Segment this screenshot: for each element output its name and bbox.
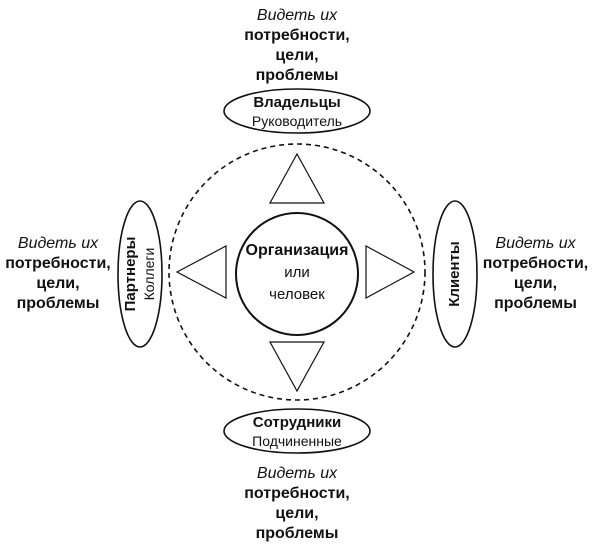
owners-subtitle: Руководитель	[251, 113, 343, 129]
owners-label: Владельцы Руководитель	[227, 93, 367, 131]
caption-right: Видеть их потребности, цели, проблемы	[478, 234, 593, 314]
caption-needs: потребности,	[5, 255, 111, 272]
caption-goals: цели,	[275, 505, 319, 522]
ellipse-clients	[432, 200, 478, 348]
caption-goals: цели,	[36, 275, 80, 292]
center-or: или	[284, 264, 310, 281]
caption-bottom: Видеть их потребности, цели, проблемы	[217, 464, 377, 544]
caption-problems: проблемы	[255, 67, 339, 84]
caption-problems: проблемы	[494, 295, 577, 312]
arrow-right	[365, 244, 416, 300]
caption-goals: цели,	[513, 275, 558, 292]
ellipse-partners	[117, 200, 163, 348]
partners-label: Партнеры Коллеги	[121, 214, 159, 334]
caption-needs: потребности,	[482, 255, 589, 272]
caption-left: Видеть их потребности, цели, проблемы	[0, 234, 116, 314]
center-title: Организация	[245, 242, 349, 259]
caption-intro: Видеть их	[17, 235, 99, 252]
caption-intro: Видеть их	[256, 7, 338, 24]
caption-problems: проблемы	[255, 525, 339, 542]
center-circle	[235, 212, 359, 336]
caption-intro: Видеть их	[495, 235, 576, 252]
arrow-left	[175, 245, 227, 299]
caption-intro: Видеть их	[256, 465, 338, 482]
owners-title: Владельцы	[253, 94, 341, 111]
center-label: Организация или человек	[237, 240, 357, 306]
ellipse-owners	[223, 88, 371, 134]
caption-needs: потребности,	[244, 27, 350, 44]
caption-needs: потребности,	[244, 485, 350, 502]
employees-label: Сотрудники Подчиненные	[227, 413, 367, 451]
employees-title: Сотрудники	[252, 414, 342, 431]
outer-dashed-circle	[168, 143, 426, 401]
arrow-up	[268, 152, 326, 204]
clients-label: Клиенты	[445, 214, 465, 334]
caption-goals: цели,	[275, 47, 319, 64]
partners-subtitle: Коллеги	[141, 247, 157, 301]
partners-title: Партнеры	[122, 236, 139, 312]
caption-top: Видеть их потребности, цели, проблемы	[217, 6, 377, 86]
clients-title: Клиенты	[446, 241, 463, 307]
employees-subtitle: Подчиненные	[252, 433, 342, 449]
center-person: человек	[269, 286, 325, 303]
arrow-down	[268, 341, 326, 393]
caption-problems: проблемы	[16, 295, 100, 312]
ellipse-employees	[223, 408, 371, 454]
